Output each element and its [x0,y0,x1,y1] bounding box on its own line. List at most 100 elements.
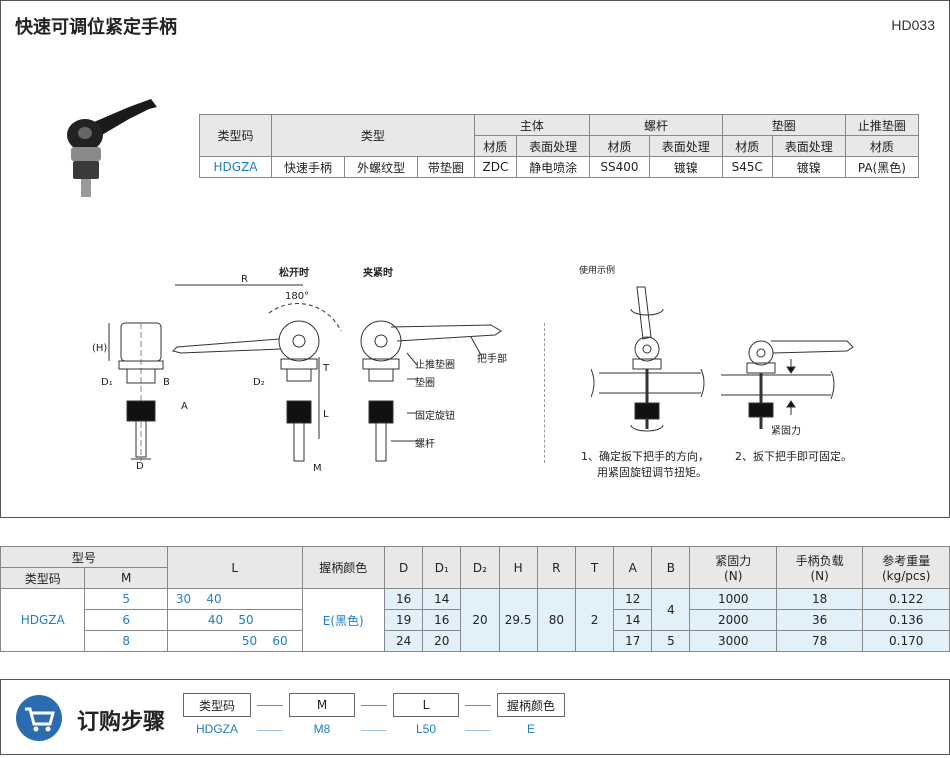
label-open: 松开时 [279,268,309,279]
load-unit: (N) [810,569,829,583]
size-header-r: R [536,546,576,589]
step1-line2: 用紧固旋钮调节扭矩。 [597,466,707,479]
table-row: 8 50 60 24 20 17 5 3000 78 0.170 [1,630,950,652]
size-cell: 1000 [689,588,777,610]
order-value-type-code: HDGZA [196,722,238,736]
label-t: T [323,363,330,374]
load-title: 手柄负载 [795,554,844,568]
force-unit: (N) [724,569,743,583]
size-header-weight: 参考重量(kg/pcs) [862,546,950,589]
size-header-type-code: 类型码 [0,567,86,589]
size-cell: 16 [383,588,424,610]
spec-cell: PA(黑色) [844,156,920,178]
label-force: 紧固力 [771,426,801,437]
size-cell: 12 [613,588,653,610]
label-part-stop: 止推垫圈 [415,360,455,371]
step2: 2、扳下把手即可固定。 [735,450,852,463]
label-angle: 180° [285,291,310,302]
spec-cell: 带垫圈 [417,156,475,178]
size-cell: 78 [775,630,864,652]
size-cell: 2000 [689,609,777,631]
size-cell: 20 [422,630,462,652]
size-cell: 0.122 [862,588,950,610]
order-value-connector [465,730,491,731]
spec-cell: 静电喷涂 [516,156,591,178]
size-header-m: M [84,567,168,589]
spec-cell: 快速手柄 [270,156,346,178]
order-title: 订购步骤 [77,710,166,735]
size-cell: 3000 [689,630,777,652]
spec-cell: 镀镍 [648,156,723,178]
size-t: 2 [574,588,615,652]
step1-line1: 1、确定扳下把手的方向， [581,450,709,463]
size-header-a: A [613,546,653,589]
size-cell: 24 [383,630,424,652]
size-h: 29.5 [498,588,538,652]
label-h: (H) [92,343,108,354]
size-b2: 5 [651,630,691,652]
spec-cell: ZDC [473,156,518,178]
size-cell: 6 [84,609,168,631]
label-part-washer: 垫圈 [415,378,435,389]
order-panel: 订购步骤 类型码 M L 握柄颜色 HDGZA M8 L50 E [0,679,950,755]
size-cell: 17 [613,630,653,652]
order-value-connector [257,730,283,731]
technical-drawing [108,284,502,462]
page-title: 快速可调位紧定手柄 [15,17,177,38]
spec-subheader: 材质 [721,135,773,157]
spec-cell: 镀镍 [771,156,846,178]
size-header-load: 手柄负载(N) [775,546,864,589]
size-cell-l: 30 40 [166,588,303,610]
size-header-l: L [166,546,303,589]
order-value-m: M8 [313,722,331,736]
size-cell: 8 [84,630,168,652]
spec-header-stop: 止推垫圈 [844,114,920,136]
order-value-connector [361,730,387,731]
size-b1: 4 [651,588,691,631]
label-part-knob: 固定旋钮 [415,411,455,422]
product-panel: 快速可调位紧定手柄 HD033 类型码 类型 主体 螺杆 垫圈 止推垫圈 材质 … [0,0,950,518]
size-type-code: HDGZA [0,588,86,652]
spec-header-screw: 螺杆 [589,114,723,136]
size-cell: 36 [775,609,864,631]
spec-cell: 外螺纹型 [344,156,419,178]
weight-unit: (kg/pcs) [881,569,931,583]
l-value: 40 [206,592,222,606]
l-value: 50 [238,613,254,627]
size-header-d: D [383,546,424,589]
label-l: L [323,409,329,420]
label-d1: D₁ [101,377,113,388]
size-header-t: T [574,546,615,589]
table-row: HDGZA 5 30 40 E(黑色) 16 14 20 29.5 80 2 1… [0,588,950,652]
size-cell-l: 50 60 [166,630,303,652]
size-header-h: H [498,546,538,589]
order-box-type-code: 类型码 [183,693,251,717]
l-value: 60 [272,634,288,648]
spec-subheader: 表面处理 [648,135,723,157]
size-header-d1: D₁ [422,546,462,589]
order-connector [257,705,283,706]
spec-header-type: 类型 [271,114,475,157]
label-part-screw: 螺杆 [415,439,435,450]
size-cell: 14 [613,609,653,631]
order-value-l: L50 [415,722,437,736]
spec-subheader: 表面处理 [516,135,591,157]
product-photo [67,99,157,197]
size-cell: 5 [84,588,168,610]
l-value: 40 [207,613,224,627]
spec-cell: SS400 [589,156,650,178]
order-box-l: L [393,693,459,717]
cart-icon [16,695,62,741]
label-r: R [241,274,248,285]
size-header-model: 型号 [0,546,168,568]
spec-header-body: 主体 [473,114,591,136]
size-d2: 20 [460,588,500,652]
table-row: 6 40 50 19 16 14 2000 36 0.136 [1,609,950,631]
size-header-d2: D₂ [460,546,500,589]
size-cell: 0.136 [862,609,950,631]
size-color: E(黑色) [301,588,385,652]
order-connector [465,705,491,706]
l-value: 50 [241,634,258,648]
spec-cell: S45C [721,156,773,178]
size-cell: 0.170 [862,630,950,652]
